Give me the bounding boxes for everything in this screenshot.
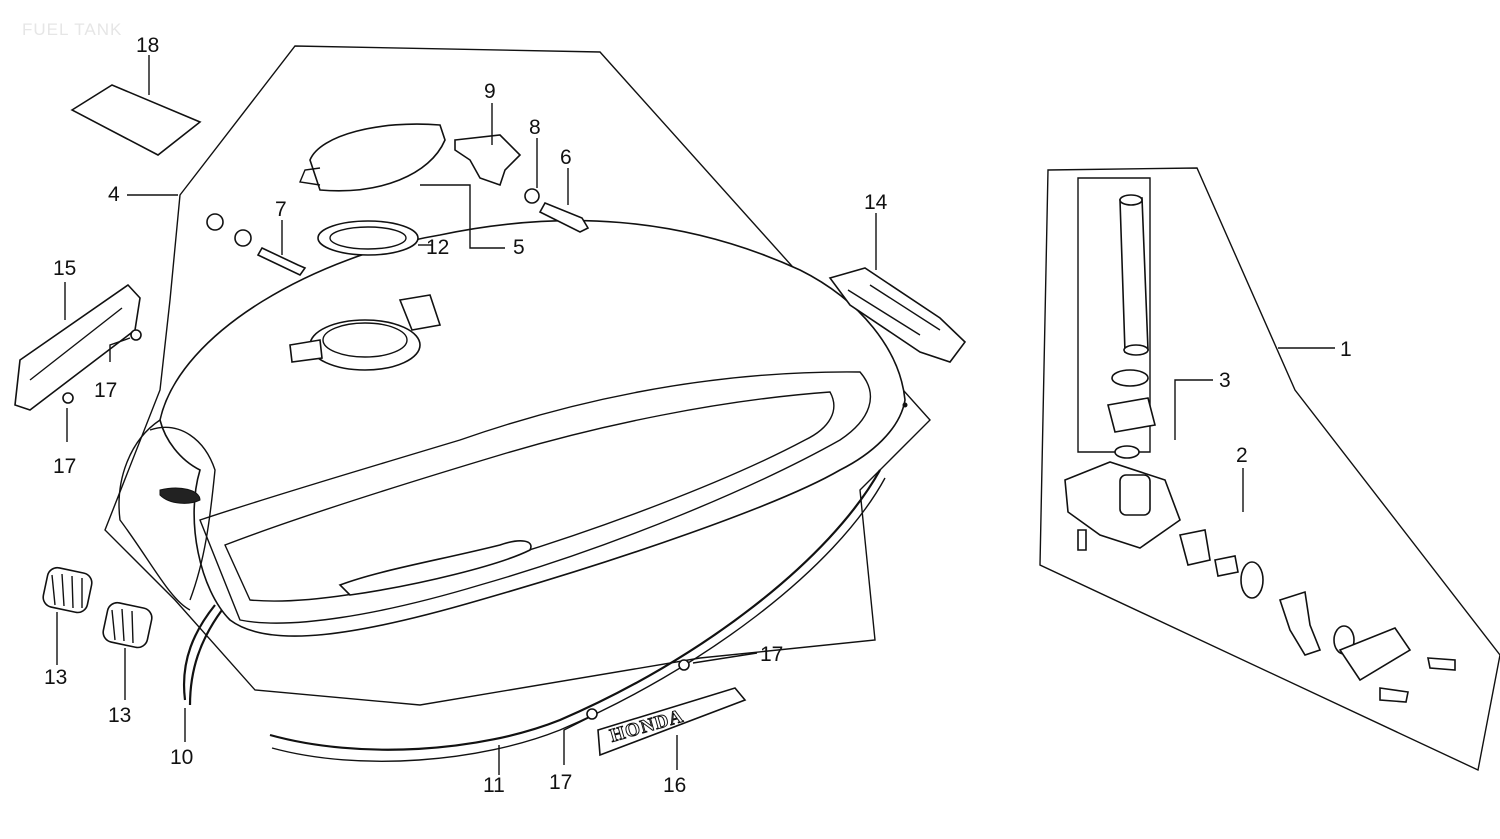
cap-gasket bbox=[317, 220, 419, 256]
callout-17d: 17 bbox=[549, 771, 572, 794]
emblem-text: HONDA bbox=[608, 706, 687, 747]
screw-b bbox=[1379, 687, 1409, 703]
callout-16: 16 bbox=[663, 774, 686, 797]
callout-12: 12 bbox=[426, 236, 449, 259]
callout-17b: 17 bbox=[53, 455, 76, 478]
nut-8 bbox=[524, 188, 540, 204]
petcock-assembly-outline bbox=[1039, 167, 1500, 772]
side-strip bbox=[14, 283, 141, 411]
cap-gasket-inner bbox=[329, 226, 407, 250]
screw-a bbox=[1427, 657, 1456, 671]
filler-neck bbox=[309, 319, 421, 371]
valve-o-ring bbox=[1240, 561, 1264, 599]
valve-spring bbox=[1214, 555, 1239, 577]
callout-13a: 13 bbox=[44, 666, 67, 689]
cushion-13a bbox=[42, 566, 93, 614]
cushion-13b bbox=[102, 601, 153, 649]
callout-17c: 17 bbox=[760, 643, 783, 666]
callout-9: 9 bbox=[484, 80, 496, 103]
valve-plug bbox=[1179, 529, 1211, 566]
trim-strip bbox=[269, 469, 881, 751]
callout-4: 4 bbox=[108, 183, 120, 206]
filler-neck-inner bbox=[322, 322, 408, 358]
callout-17a: 17 bbox=[94, 379, 117, 402]
tank-knee-panel-outer bbox=[199, 371, 871, 624]
fuel-valve bbox=[1064, 461, 1181, 551]
mount-rubber bbox=[828, 267, 967, 363]
fuel-cap-tab bbox=[299, 167, 321, 186]
callout-13b: 13 bbox=[108, 704, 131, 727]
diagram-title: FUEL TANK bbox=[22, 20, 123, 39]
bolt-7 bbox=[206, 213, 307, 277]
valve-lever bbox=[1278, 590, 1322, 656]
trim-strip-edge bbox=[271, 477, 886, 762]
tank-emblem: HONDA bbox=[597, 687, 747, 757]
bolt-6 bbox=[538, 201, 590, 233]
callout-10: 10 bbox=[170, 746, 193, 769]
filler-hinge-left bbox=[289, 339, 323, 363]
strainer-nut bbox=[1107, 397, 1156, 433]
callout-14: 14 bbox=[864, 191, 888, 214]
caution-label bbox=[70, 84, 202, 156]
knee-grip-recess bbox=[338, 540, 532, 596]
screw-17b bbox=[62, 392, 74, 404]
callout-11: 11 bbox=[483, 774, 505, 797]
fuel-cap bbox=[299, 123, 446, 192]
callout-7: 7 bbox=[275, 198, 287, 221]
callouts: 1 2 3 4 5 6 7 8 9 10 11 12 13 13 14 15 1… bbox=[44, 34, 1352, 797]
screw-17a bbox=[130, 329, 142, 341]
tank-dot bbox=[902, 402, 908, 408]
drain-hose bbox=[183, 604, 223, 706]
strainer-washer bbox=[1114, 445, 1140, 459]
screw-17c bbox=[678, 659, 690, 671]
fuel-tank bbox=[118, 219, 908, 637]
filter-group-box bbox=[1077, 177, 1151, 453]
callout-2: 2 bbox=[1236, 444, 1248, 467]
leader-lines bbox=[56, 55, 1335, 775]
callout-3: 3 bbox=[1219, 369, 1231, 392]
callout-5: 5 bbox=[513, 236, 525, 259]
tank-tunnel-edge bbox=[118, 419, 191, 611]
callout-15: 15 bbox=[53, 257, 76, 280]
callout-1: 1 bbox=[1340, 338, 1352, 361]
strainer-o-ring bbox=[1111, 369, 1149, 387]
callout-8: 8 bbox=[529, 116, 541, 139]
side-strip-groove bbox=[29, 307, 123, 381]
callout-6: 6 bbox=[560, 146, 572, 169]
callout-18: 18 bbox=[136, 34, 159, 57]
fuel-cap-body bbox=[309, 123, 446, 192]
tank-assembly-outline bbox=[104, 45, 931, 706]
valve-plate bbox=[1338, 627, 1412, 682]
tank-tunnel-inner bbox=[149, 426, 216, 601]
tank-mount-bracket bbox=[159, 487, 201, 504]
filler-hinge-right bbox=[398, 294, 442, 331]
screw-17d bbox=[586, 708, 598, 720]
hinge-bracket bbox=[454, 134, 522, 187]
mount-rubber-ridge bbox=[847, 284, 941, 336]
fuel-strainer bbox=[1119, 194, 1149, 356]
